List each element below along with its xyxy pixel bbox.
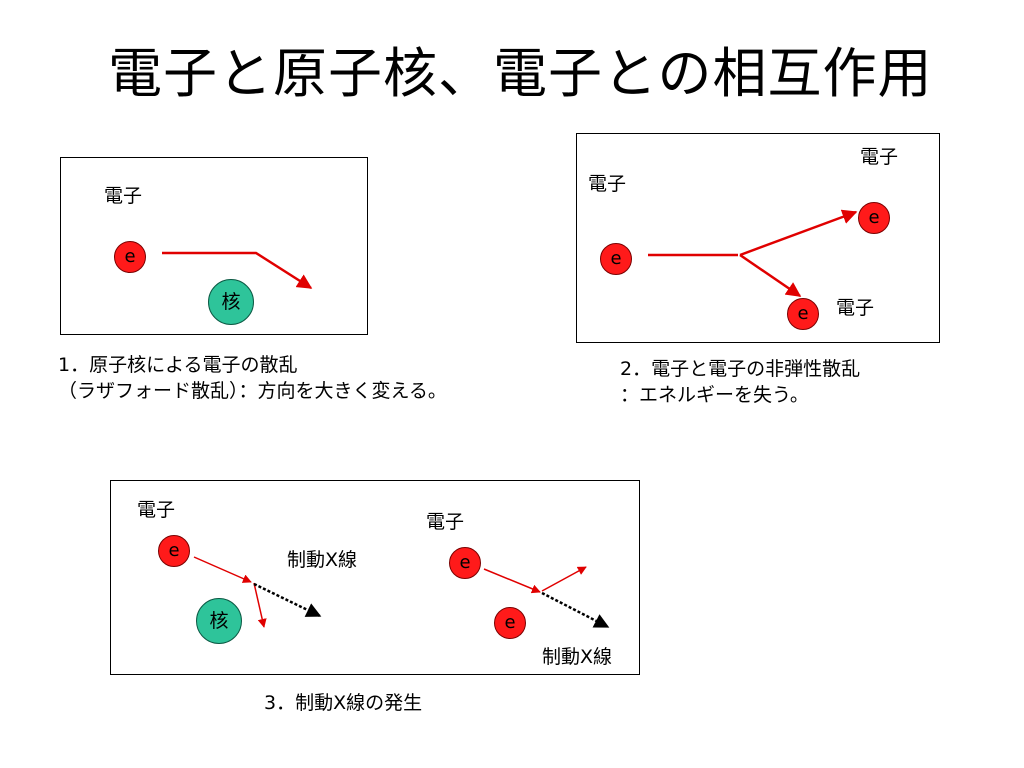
- panel3-left-xray-arrow: [253, 582, 322, 618]
- panel3-left-electron-label: 電子: [137, 499, 176, 521]
- panel3-left-electron: e: [158, 535, 190, 567]
- panel3-nucleus: 核: [196, 598, 242, 644]
- panel1-caption-line2: （ラザフォード散乱）：方向を大きく変える。: [58, 380, 447, 402]
- inelastic-scattering-panel: [576, 133, 940, 343]
- panel2-caption-line1: 2．電子と電子の非弾性散乱: [620, 358, 861, 380]
- panel3-xray-label-left: 制動X線: [287, 549, 358, 571]
- panel2-top-electron: e: [858, 202, 890, 234]
- panel1-electron: e: [114, 241, 146, 273]
- panel3-right-scatter-arrow: [541, 566, 587, 592]
- panel3-left-incoming-arrow: [193, 556, 252, 583]
- panel1-nucleus: 核: [208, 279, 254, 325]
- panel3-left-deflected-arrow: [253, 582, 267, 628]
- panel3-right-electron-label: 電子: [426, 511, 465, 533]
- panel3-right-xray-arrow: [541, 591, 610, 629]
- panel3-incoming-electron: e: [449, 547, 481, 579]
- slide-title: 電子と原子核、電子との相互作用: [108, 42, 933, 105]
- panel1-electron-label: 電子: [104, 185, 143, 207]
- panel2-upper-scatter-arrow: [739, 209, 858, 257]
- bremsstrahlung-panel: [110, 480, 640, 675]
- panel2-bottom-electron-label: 電子: [836, 297, 875, 319]
- panel3-xray-label-right: 制動X線: [542, 646, 613, 668]
- panel3-right-incoming-arrow: [483, 568, 541, 594]
- panel3-target-electron: e: [494, 607, 526, 639]
- panel2-caption-line2: ：エネルギーを失う。: [620, 384, 809, 406]
- panel2-bottom-electron: e: [787, 298, 819, 330]
- panel2-incoming-electron: e: [600, 243, 632, 275]
- panel2-lower-scatter-arrow: [739, 253, 802, 298]
- panel2-incoming-electron-label: 電子: [588, 173, 627, 195]
- panel1-caption-line1: 1．原子核による電子の散乱: [58, 354, 298, 376]
- panel3-caption: 3．制動X線の発生: [264, 692, 423, 714]
- panel2-top-electron-label: 電子: [860, 146, 899, 168]
- panel1-trajectory-arrow: [162, 251, 313, 290]
